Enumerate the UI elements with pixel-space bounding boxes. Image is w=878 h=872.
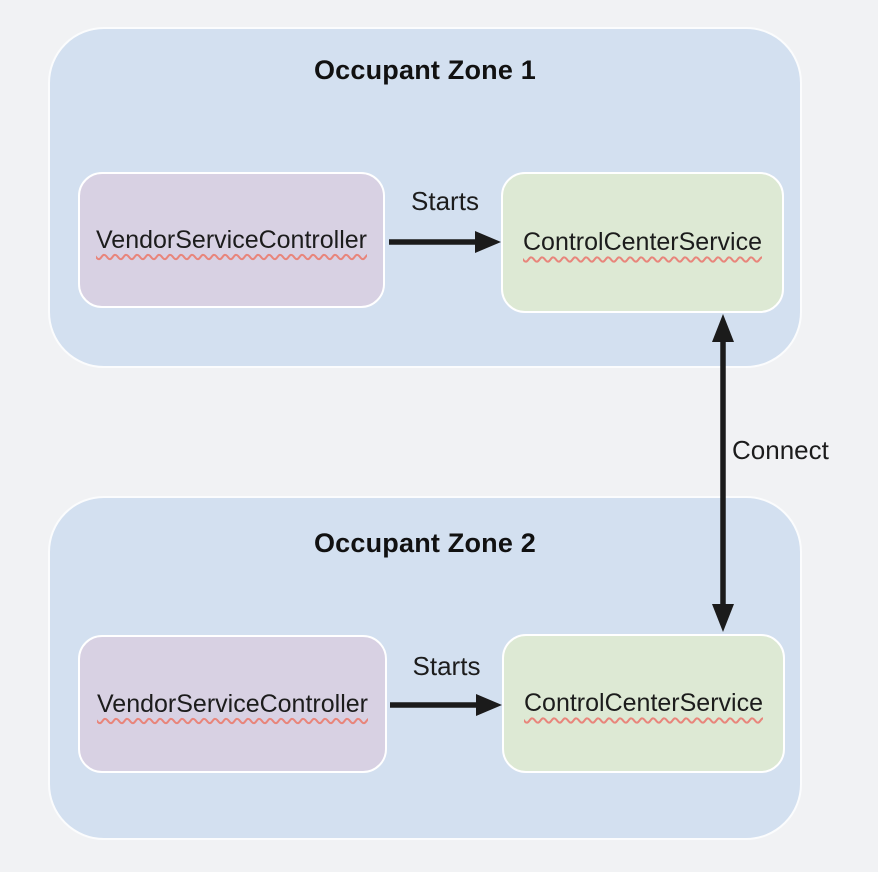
zone-2-vendor-service-controller-label: VendorServiceController	[97, 689, 368, 718]
zone-1-starts-edge-label: Starts	[411, 186, 479, 216]
zone-1-control-center-service-label: ControlCenterService	[523, 228, 762, 256]
zone-2-starts-edge-label: Starts	[412, 651, 481, 681]
zone-1-control-center-service-box: ControlCenterService	[501, 172, 784, 313]
zone-2-control-center-service-box: ControlCenterService	[502, 634, 785, 773]
connect-edge-label: Connect	[732, 435, 829, 465]
zone-2-title: Occupant Zone 2	[313, 528, 537, 558]
zone-2-vendor-service-controller-box: VendorServiceController	[78, 635, 387, 773]
zone-1-title: Occupant Zone 1	[313, 55, 537, 85]
zone-2-control-center-service-label: ControlCenterService	[524, 689, 763, 717]
zone-1-vendor-service-controller-label: VendorServiceController	[96, 225, 367, 254]
zone-1-vendor-service-controller-box: VendorServiceController	[78, 172, 385, 308]
